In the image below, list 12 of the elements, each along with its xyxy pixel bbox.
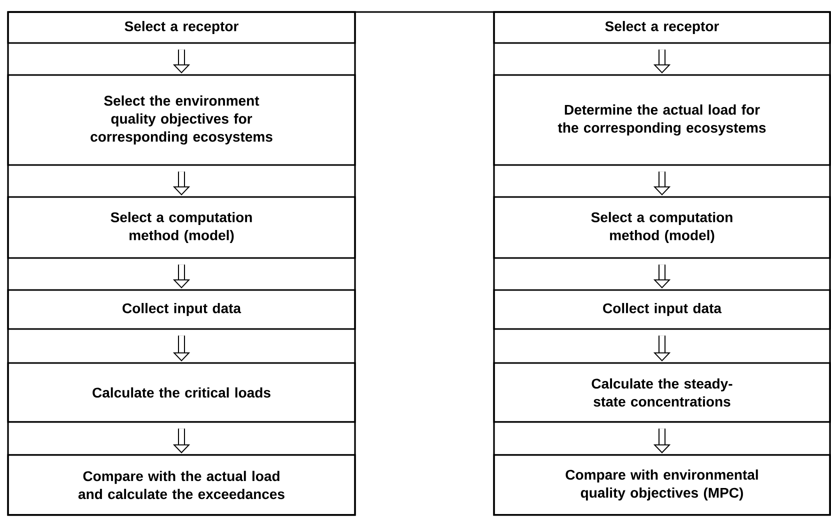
process-box: Select a computation method (model) <box>7 196 356 259</box>
process-box: Select a computation method (model) <box>493 196 831 259</box>
process-box: Calculate the steady-state concentrations <box>493 362 831 423</box>
process-box: Collect input data <box>7 289 356 330</box>
process-box: Determine the actual load for the corresponding ecosystems <box>493 74 831 166</box>
process-box: Select the environment quality objectives for corresponding ecosystems <box>7 74 356 166</box>
process-box: Compare with the actual load and calculate the exceedances <box>7 454 356 516</box>
process-box: Select a receptor <box>7 11 356 44</box>
process-box: Compare with environmental quality objectives (MPC) <box>493 454 831 516</box>
process-box: Calculate the critical loads <box>7 362 356 423</box>
process-box: Select a receptor <box>493 11 831 44</box>
process-box: Collect input data <box>493 289 831 330</box>
